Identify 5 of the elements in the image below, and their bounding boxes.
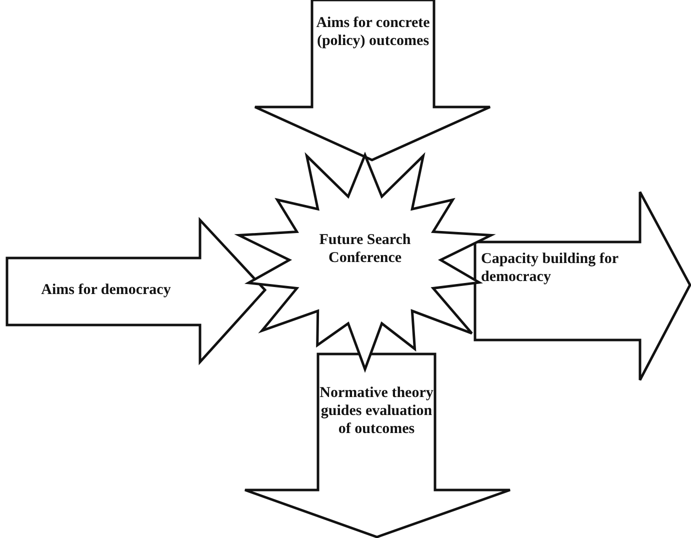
node-label: Future Search Conference — [318, 231, 412, 267]
node-label: Normative theory guides evaluation of outcomes — [318, 384, 434, 438]
node-label: Aims for democracy — [40, 281, 172, 299]
node-label: Capacity building for democracy — [481, 250, 620, 286]
node-label: Aims for concrete (policy) outcomes — [315, 14, 431, 50]
